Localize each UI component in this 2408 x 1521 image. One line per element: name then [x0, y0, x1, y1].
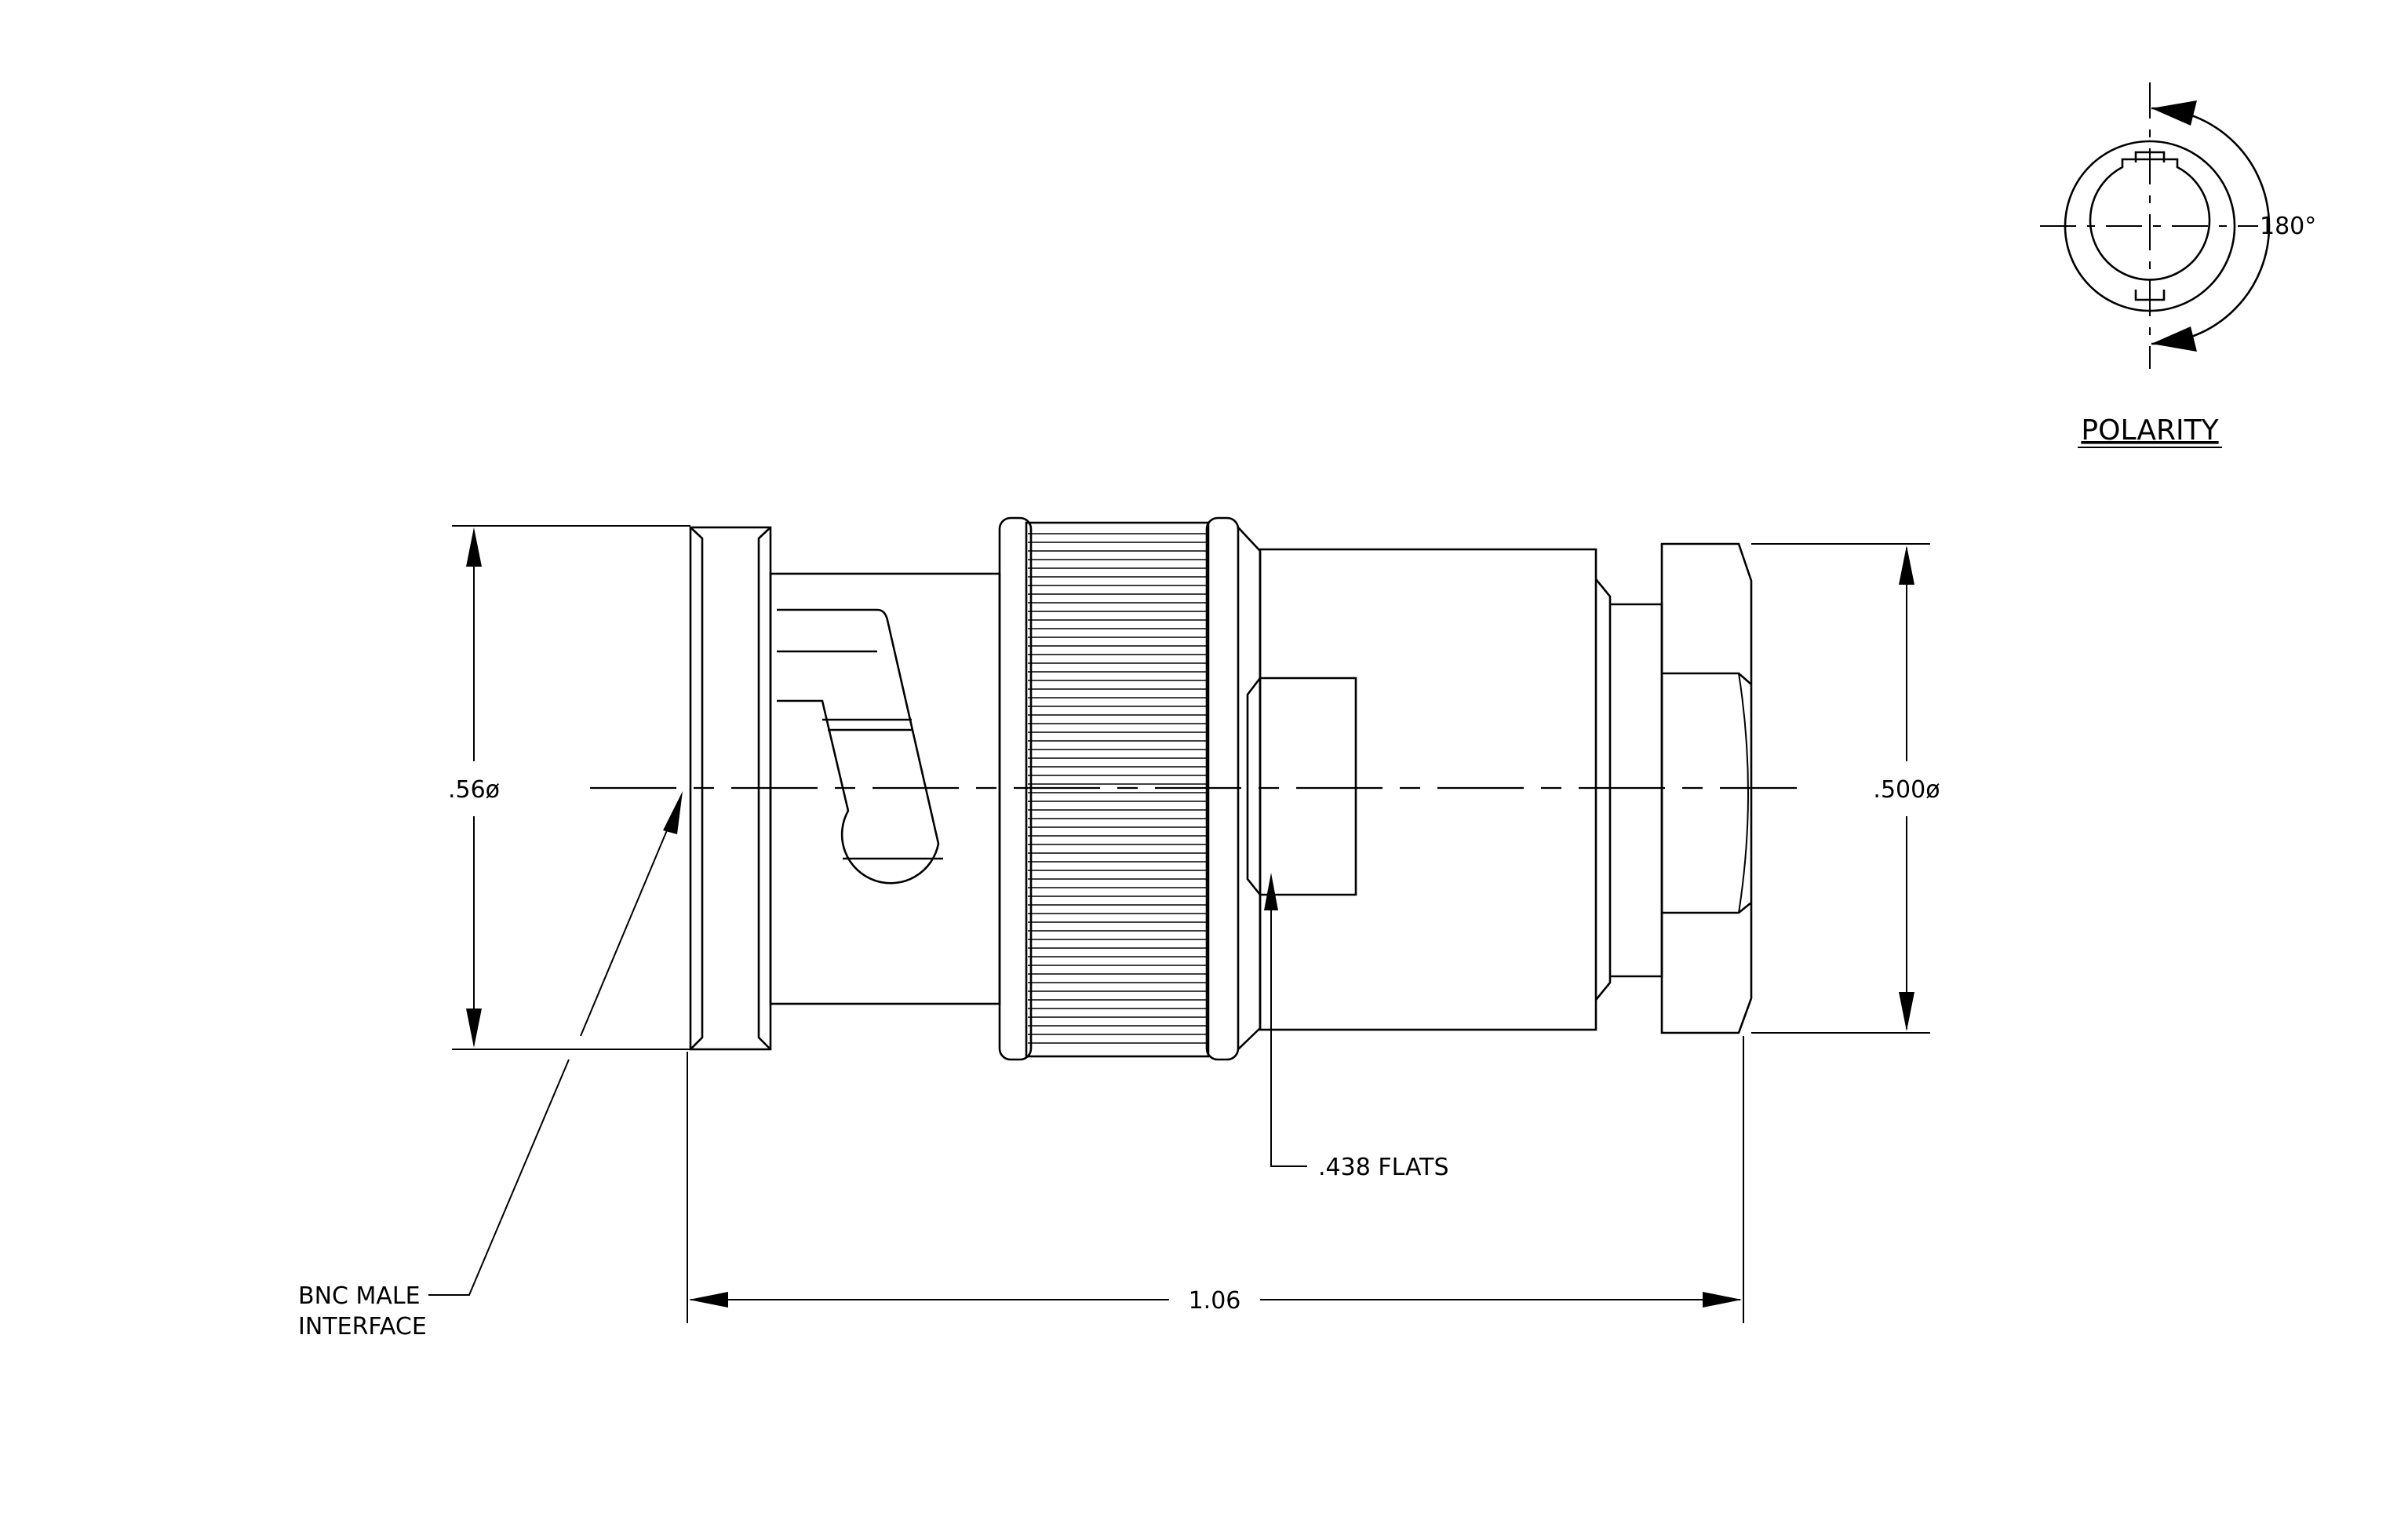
connector-body — [590, 516, 1797, 1061]
bayonet-slot — [777, 608, 943, 885]
hex-nut-face-curve — [1738, 673, 1749, 914]
polarity-view: 180° POLARITY — [2040, 82, 2316, 448]
dimension-right-diameter: .500ø — [1751, 543, 1940, 1034]
polarity-arrow-top — [2151, 100, 2197, 126]
arrow-right-top — [1899, 545, 1914, 585]
polarity-inner-profile — [2089, 158, 2211, 281]
arrow-flats — [1264, 873, 1278, 910]
coupling-nut-knurl — [1025, 521, 1210, 1058]
knurl-lines — [1028, 533, 1207, 1044]
interface-label-line1: BNC MALE — [298, 1282, 421, 1310]
polarity-title: POLARITY — [2081, 414, 2219, 447]
flats-label: .438 FLATS — [1318, 1154, 1449, 1181]
arrow-right-bottom — [1899, 992, 1914, 1031]
arrow-length-right — [1703, 1292, 1742, 1308]
arrow-left-top — [466, 527, 482, 567]
hex-flat-region — [1246, 677, 1357, 896]
overall-length-label: 1.06 — [1189, 1287, 1241, 1315]
dimension-overall-length: 1.06 — [687, 1036, 1744, 1323]
arrow-interface — [663, 791, 683, 834]
polarity-rotation-arc — [2151, 107, 2271, 345]
leader-interface-lower — [428, 1059, 570, 1296]
body-neck — [1594, 578, 1663, 1001]
callout-flats: .438 FLATS — [1264, 873, 1449, 1181]
interface-label-line2: INTERFACE — [298, 1313, 427, 1340]
polarity-arrow-bottom — [2151, 326, 2197, 352]
callout-bnc-interface: BNC MALE INTERFACE — [298, 791, 683, 1340]
leader-interface-upper — [580, 800, 680, 1037]
arrow-left-bottom — [466, 1009, 482, 1048]
dimension-left-diameter: .56ø — [448, 525, 690, 1050]
crimp-body — [1259, 548, 1597, 1031]
body-shoulder — [1237, 527, 1262, 1050]
left-diameter-label: .56ø — [448, 776, 500, 804]
right-diameter-label: .500ø — [1873, 776, 1940, 804]
arrow-length-left — [689, 1292, 728, 1308]
leader-flats — [1270, 879, 1307, 1167]
polarity-angle-label: 180° — [2260, 213, 2316, 240]
